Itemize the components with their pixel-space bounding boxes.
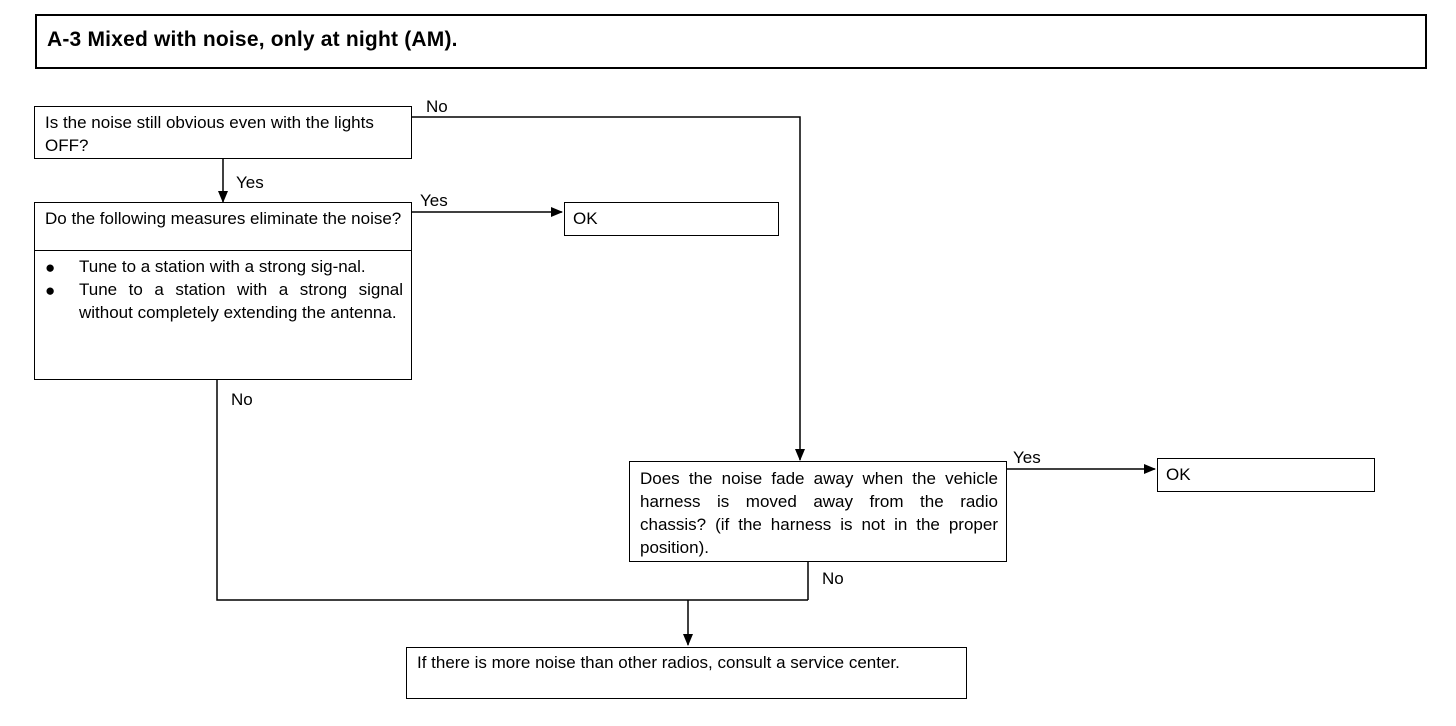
ok-result-1: OK bbox=[564, 202, 779, 236]
bullet-icon: ● bbox=[45, 281, 56, 300]
measures-list: ● Tune to a station with a strong sig-na… bbox=[35, 251, 411, 324]
consult-service-center-text: If there is more noise than other radios… bbox=[417, 653, 900, 672]
ok-result-2-text: OK bbox=[1166, 465, 1191, 484]
edge-q2-no bbox=[216, 379, 808, 601]
measure-1-text: Tune to a station with a strong sig-nal. bbox=[79, 257, 366, 276]
question-measures: Do the following measures eliminate the … bbox=[34, 202, 412, 380]
label-q1-yes: Yes bbox=[236, 173, 264, 192]
title-box: A-3 Mixed with noise, only at night (AM)… bbox=[35, 14, 1427, 69]
page-title: A-3 Mixed with noise, only at night (AM)… bbox=[47, 28, 458, 51]
label-q2-no: No bbox=[231, 390, 253, 409]
question-lights-off: Is the noise still obvious even with the… bbox=[34, 106, 412, 159]
bullet-icon: ● bbox=[45, 258, 56, 277]
label-q1-no: No bbox=[426, 97, 448, 116]
ok-result-2: OK bbox=[1157, 458, 1375, 492]
edge-q1-no bbox=[412, 116, 805, 461]
list-item: ● Tune to a station with a strong signal… bbox=[37, 278, 403, 324]
question-measures-text: Do the following measures eliminate the … bbox=[45, 209, 402, 228]
measures-divider bbox=[35, 250, 411, 251]
question-lights-off-text: Is the noise still obvious even with the… bbox=[45, 113, 374, 155]
label-q3-yes: Yes bbox=[1013, 448, 1041, 467]
consult-service-center: If there is more noise than other radios… bbox=[406, 647, 967, 699]
list-item: ● Tune to a station with a strong sig-na… bbox=[37, 255, 403, 278]
measure-2-text: Tune to a station with a strong signal w… bbox=[79, 280, 403, 322]
label-q3-no: No bbox=[822, 569, 844, 588]
question-harness: Does the noise fade away when the vehicl… bbox=[629, 461, 1007, 562]
label-q2-yes: Yes bbox=[420, 191, 448, 210]
ok-result-1-text: OK bbox=[573, 209, 598, 228]
question-harness-text: Does the noise fade away when the vehicl… bbox=[640, 469, 998, 557]
